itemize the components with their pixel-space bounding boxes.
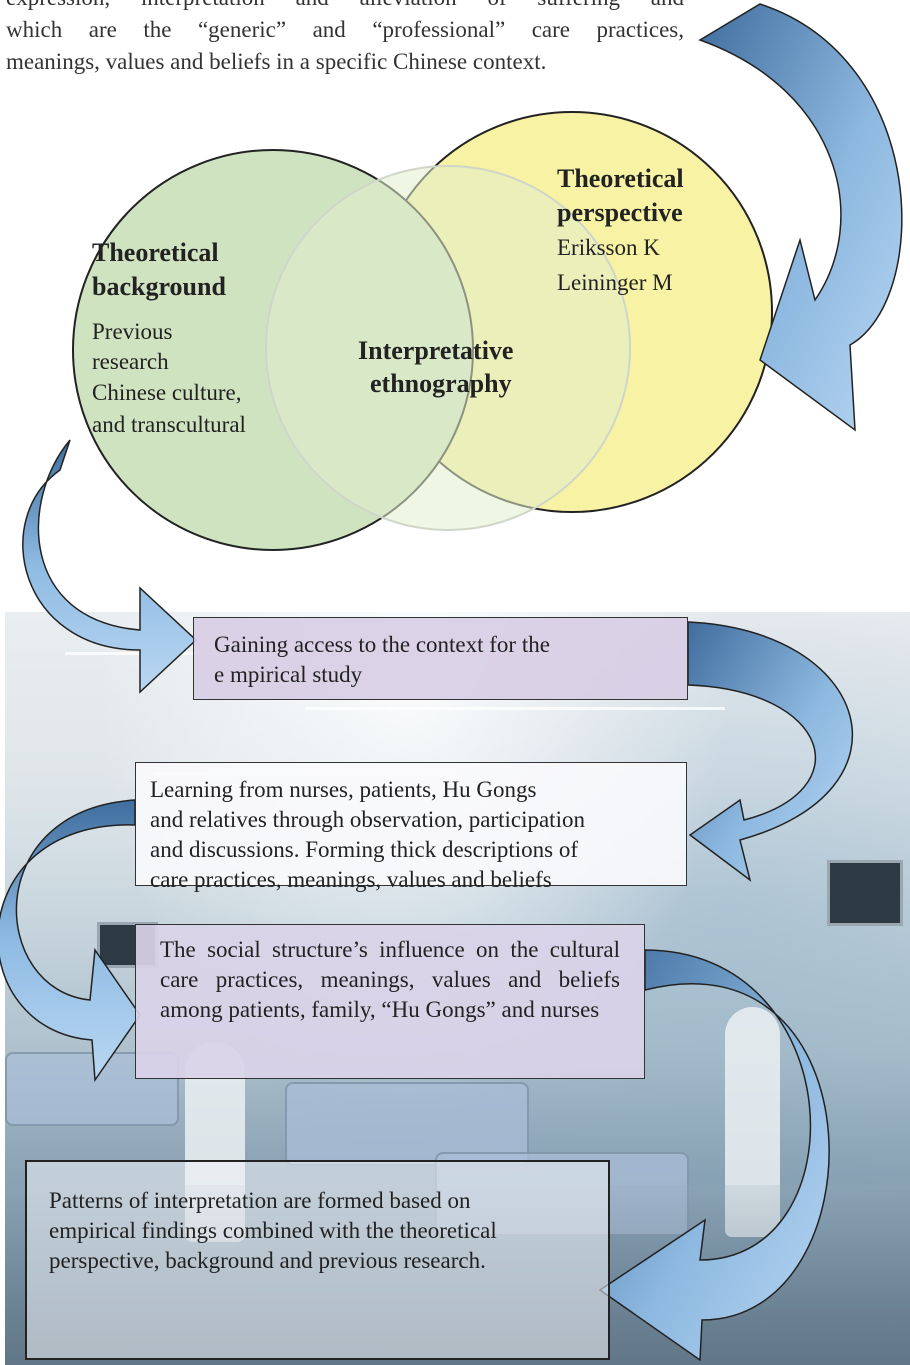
step-4-line-2: empirical findings combined with the the…: [49, 1218, 497, 1243]
step-2-line-3: and discussions. Forming thick descripti…: [150, 837, 579, 862]
step-4-line-3: perspective, background and previous res…: [49, 1248, 486, 1273]
background-title-2: background: [92, 272, 226, 301]
intro-line-1: expression, interpretation and alleviati…: [6, 0, 684, 14]
step-2-line-4: care practices, meanings, values and bel…: [150, 867, 552, 892]
ceiling-rail: [305, 707, 725, 710]
perspective-title-2: perspective: [557, 198, 683, 227]
step-4-line-1: Patterns of interpretation are formed ba…: [49, 1188, 471, 1213]
step-box-1: Gaining access to the context for the e …: [193, 617, 688, 700]
background-title-1: Theoretical: [92, 238, 219, 267]
perspective-title-1: Theoretical: [557, 164, 684, 193]
step-box-3: The social structure’s influence on the …: [135, 924, 645, 1079]
background-item: research: [92, 349, 169, 374]
center-title-1: Interpretative: [358, 336, 514, 365]
background-item: Chinese culture,: [92, 380, 242, 405]
step-2-line-2: and relatives through observation, parti…: [150, 807, 585, 832]
curved-arrow-1: [698, 3, 903, 432]
perspective-item: Eriksson K: [557, 235, 660, 260]
intro-line-2: which are the “generic” and “professiona…: [6, 17, 684, 42]
curved-arrow-5: [598, 949, 830, 1362]
step-4-text: Patterns of interpretation are formed ba…: [49, 1186, 609, 1276]
step-3-text: The social structure’s influence on the …: [160, 937, 620, 1022]
patient-monitor-icon: [827, 860, 903, 926]
perspective-item: Leininger M: [557, 270, 673, 295]
background-item: and transcultural: [92, 412, 246, 437]
step-box-4: Patterns of interpretation are formed ba…: [25, 1160, 610, 1360]
background-item: Previous: [92, 319, 173, 344]
step-2-line-1: Learning from nurses, patients, Hu Gongs: [150, 777, 537, 802]
curved-arrow-2: [22, 439, 198, 694]
step-box-2: Learning from nurses, patients, Hu Gongs…: [135, 762, 687, 892]
center-circle: [265, 165, 631, 531]
step-1-line-1: Gaining access to the context for the: [214, 632, 550, 657]
center-title-2: ethnography: [370, 369, 512, 398]
curved-arrow-4: [0, 799, 141, 1083]
curved-arrow-3: [687, 621, 854, 882]
intro-line-3: meanings, values and beliefs in a specif…: [6, 49, 547, 74]
step-1-line-2: e mpirical study: [214, 662, 363, 687]
